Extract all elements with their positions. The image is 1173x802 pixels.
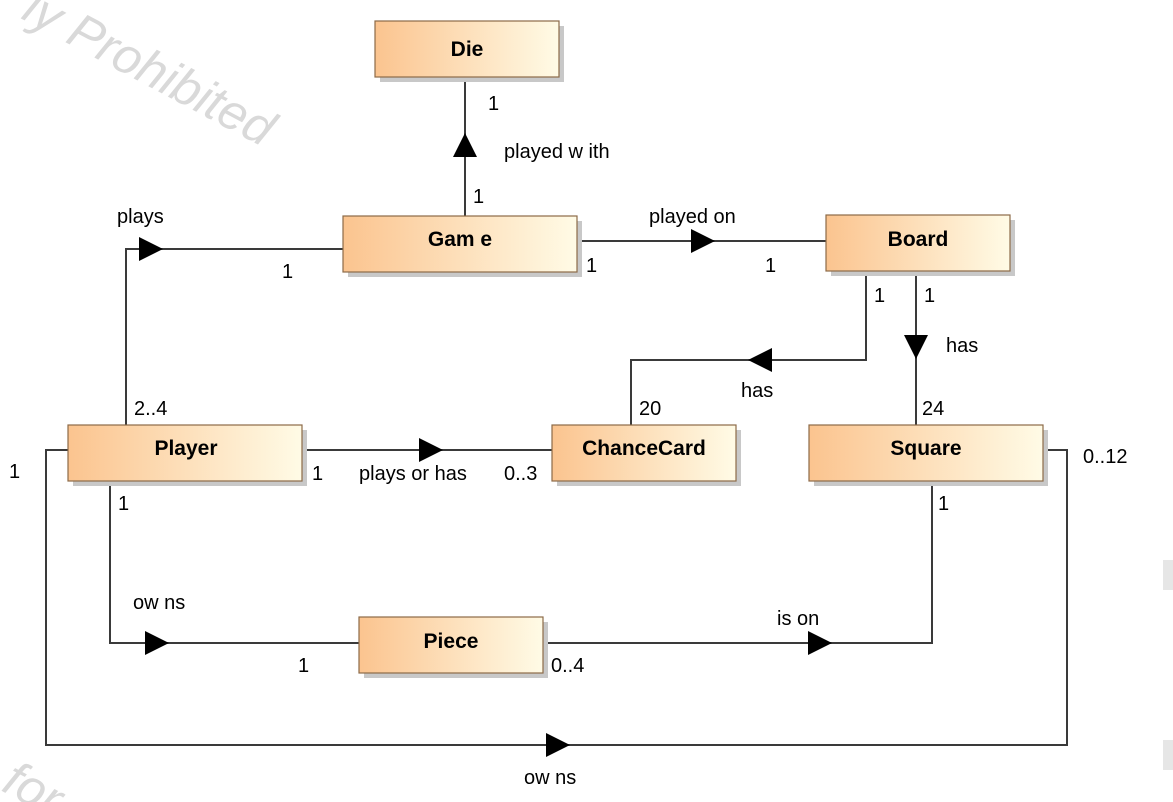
- label-has-chancecard: has: [741, 380, 773, 402]
- mult-player-piece: 1: [118, 493, 129, 515]
- mult-game-die: 1: [473, 186, 484, 208]
- label-played-on: played on: [649, 206, 736, 228]
- label-is-on: is on: [777, 608, 819, 630]
- arrow-right-icon: [808, 631, 832, 655]
- class-die-name: Die: [451, 38, 484, 61]
- edge-board-chancecard: [630, 272, 867, 425]
- edge-piece-square: [544, 481, 933, 644]
- class-square[interactable]: Square: [808, 424, 1048, 486]
- watermark-edge-fragment-1: [1163, 560, 1173, 590]
- arrow-right-icon: [145, 631, 169, 655]
- label-owns-piece: ow ns: [133, 592, 185, 614]
- arrow-right-icon: [546, 733, 570, 757]
- class-chancecard-name: ChanceCard: [582, 437, 706, 460]
- mult-square-player: 0..12: [1083, 446, 1127, 468]
- arrowheads: [139, 133, 928, 757]
- class-square-name: Square: [890, 437, 961, 460]
- class-player[interactable]: Player: [67, 424, 307, 486]
- edge-player-piece: [109, 481, 359, 644]
- association-lines: [45, 77, 1068, 746]
- watermark-bottom: for: [0, 750, 75, 802]
- mult-piece-player: 1: [298, 655, 309, 677]
- class-piece-name: Piece: [424, 630, 479, 653]
- mult-chancecard-player: 0..3: [504, 463, 537, 485]
- class-board-name: Board: [888, 228, 949, 251]
- mult-board-game: 1: [765, 255, 776, 277]
- edge-player-square: [45, 449, 1068, 746]
- label-played-with: played w ith: [504, 141, 610, 163]
- association-labels: played w ith 1 1 played on 1 1 plays 1 2…: [9, 93, 1127, 789]
- arrow-down-icon: [904, 335, 928, 359]
- class-board[interactable]: Board: [825, 214, 1015, 276]
- mult-chancecard-board: 20: [639, 398, 661, 420]
- mult-game-board: 1: [586, 255, 597, 277]
- class-game[interactable]: Gam e: [342, 215, 582, 277]
- mult-player-game: 2..4: [134, 398, 167, 420]
- mult-game-player: 1: [282, 261, 293, 283]
- mult-board-chancecard: 1: [874, 285, 885, 307]
- mult-square-piece: 1: [938, 493, 949, 515]
- watermark-edge-fragment-2: [1163, 740, 1173, 770]
- edge-player-game: [125, 248, 343, 425]
- watermark-top: ly Prohibited: [15, 0, 286, 158]
- label-has-square: has: [946, 335, 978, 357]
- arrow-up-icon: [453, 133, 477, 157]
- mult-player-chancecard: 1: [312, 463, 323, 485]
- class-game-name: Gam e: [428, 228, 492, 251]
- label-owns-square: ow ns: [524, 767, 576, 789]
- arrow-right-icon: [691, 229, 715, 253]
- mult-square-board: 24: [922, 398, 944, 420]
- arrow-right-icon: [139, 237, 163, 261]
- arrow-right-icon: [419, 438, 443, 462]
- mult-piece-square: 0..4: [551, 655, 584, 677]
- mult-player-square: 1: [9, 461, 20, 483]
- arrow-left-icon: [748, 348, 772, 372]
- mult-die: 1: [488, 93, 499, 115]
- class-chancecard[interactable]: ChanceCard: [551, 424, 741, 486]
- label-plays: plays: [117, 206, 164, 228]
- mult-board-square: 1: [924, 285, 935, 307]
- class-player-name: Player: [154, 437, 217, 460]
- label-plays-or-has: plays or has: [359, 463, 467, 485]
- class-piece[interactable]: Piece: [358, 616, 548, 678]
- class-die[interactable]: Die: [374, 20, 564, 82]
